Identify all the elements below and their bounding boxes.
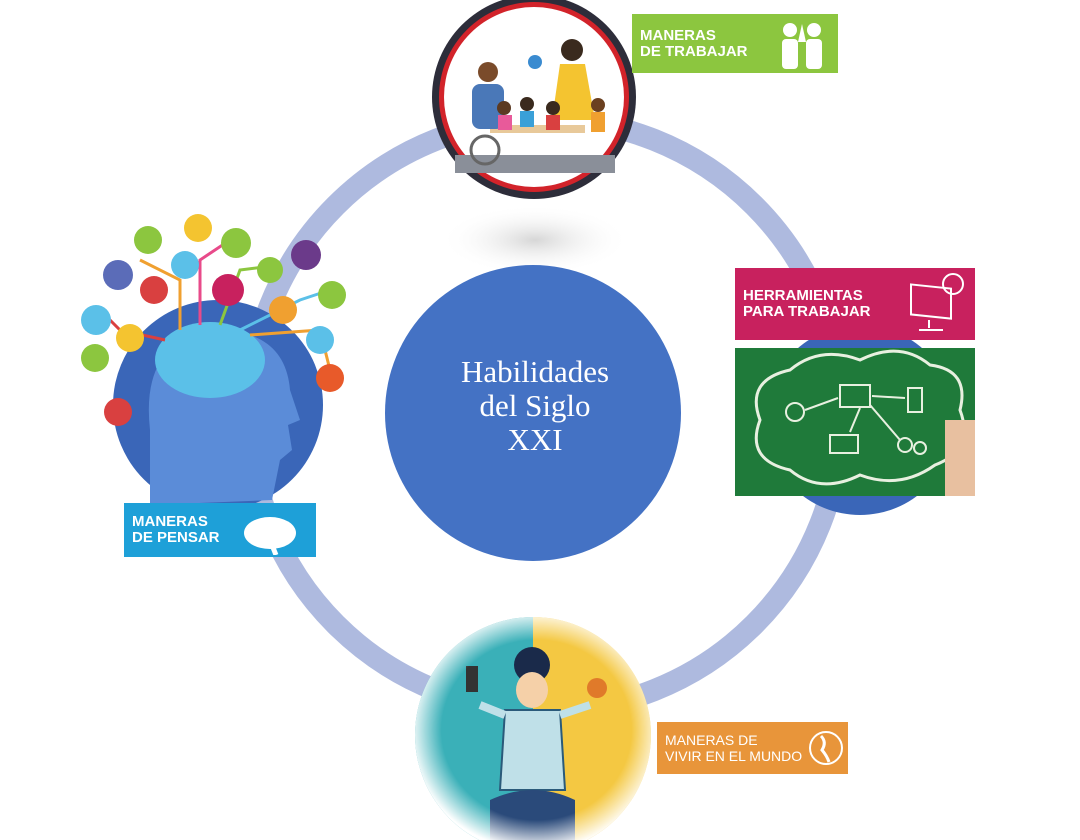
center-circle — [385, 265, 681, 561]
label-line: HERRAMIENTAS — [743, 287, 863, 304]
thinking-head-image — [81, 214, 346, 510]
classroom-image — [432, 0, 636, 199]
high-five-people-icon — [782, 23, 822, 69]
globe-icon — [809, 731, 843, 765]
center-title-line: del Siglo — [479, 388, 591, 423]
balanced-person-image — [415, 617, 651, 840]
technology-chalkboard-image — [735, 325, 975, 515]
computer-monitor-icon — [910, 273, 964, 331]
label-line: DE TRABAJAR — [640, 42, 748, 60]
label-line: MANERAS — [640, 26, 716, 44]
center-title-line: XXI — [507, 422, 563, 457]
center-title: Habilidades del Siglo XXI — [385, 355, 685, 457]
label-line: VIVIR EN EL MUNDO — [665, 748, 803, 764]
brain-icon — [244, 517, 296, 555]
label-line: MANERAS — [132, 513, 208, 530]
shadow — [440, 205, 630, 275]
label-line: DE PENSAR — [132, 529, 220, 546]
label-line: PARA TRABAJAR — [743, 303, 871, 320]
label-line: MANERAS DE — [665, 732, 758, 748]
center-title-line: Habilidades — [460, 354, 610, 389]
